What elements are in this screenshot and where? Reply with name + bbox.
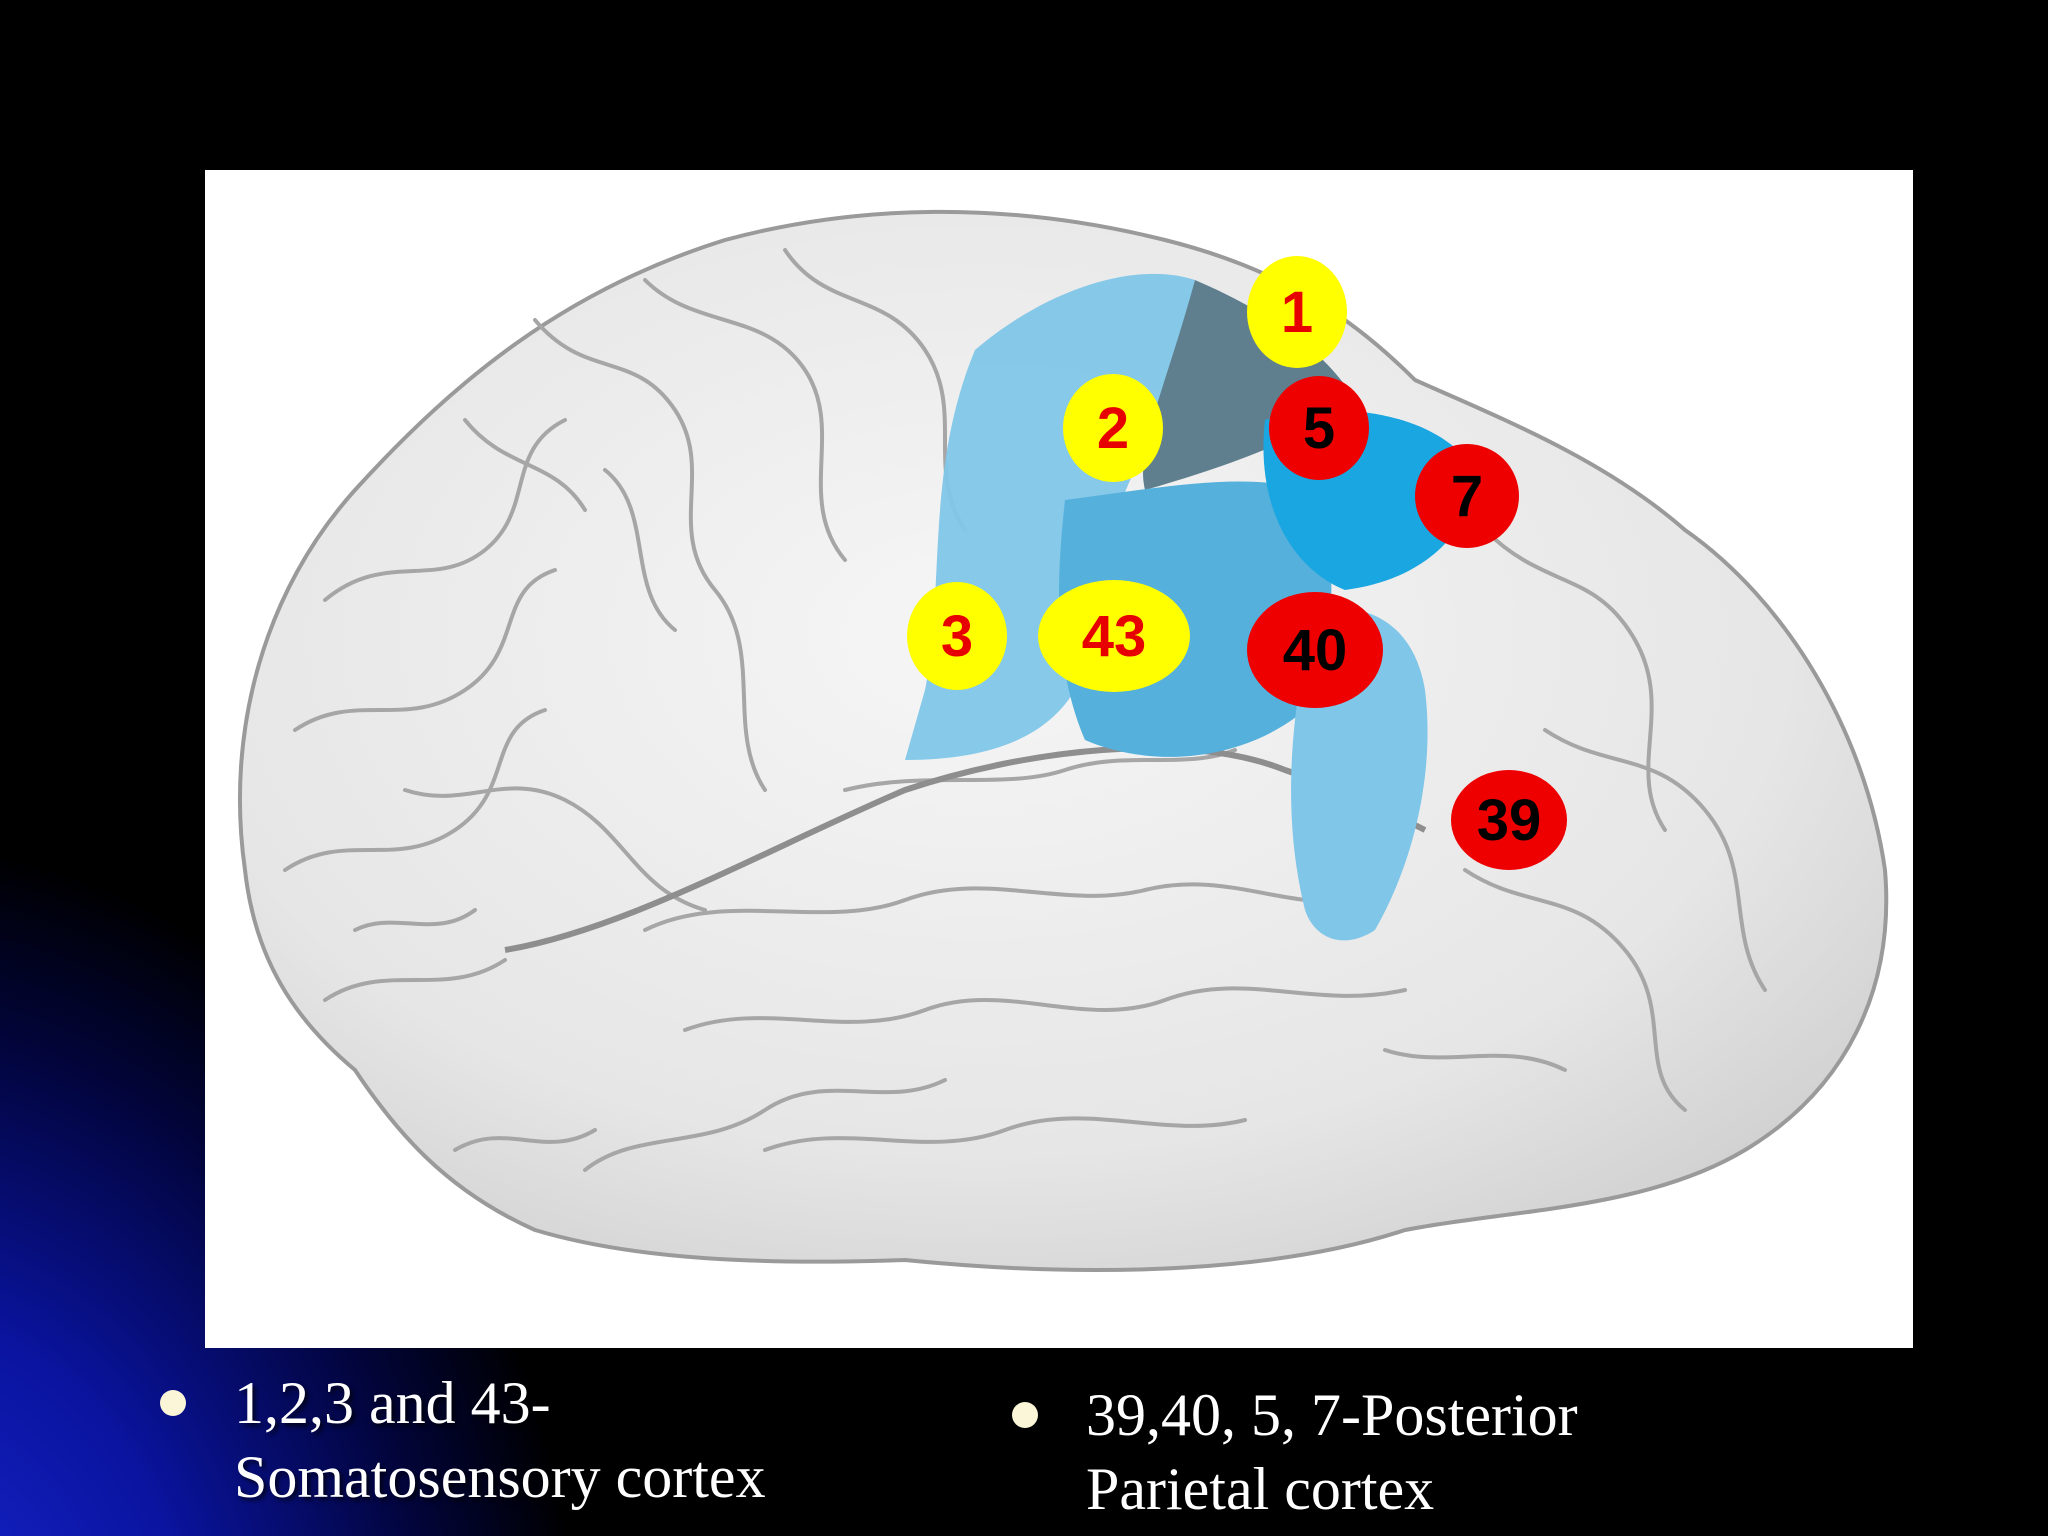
area-badge-3: 3: [907, 582, 1007, 690]
area-badge-shape: [1247, 592, 1383, 708]
area-badge-40: 40: [1247, 592, 1383, 708]
area-badge-1: 1: [1247, 256, 1347, 368]
bullet-line-2: Somatosensory cortex: [234, 1444, 766, 1510]
bullet-dot: [1012, 1402, 1038, 1428]
area-badge-shape: [1247, 256, 1347, 368]
area-badge-label: 2: [1097, 396, 1129, 461]
area-badge-shape: [907, 582, 1007, 690]
area-badge-label: 5: [1303, 396, 1335, 461]
area-badge-label: 43: [1082, 604, 1147, 669]
area-badge-label: 40: [1283, 618, 1348, 683]
bullet-line-2: Parietal cortex: [1086, 1456, 1435, 1522]
brain-diagram-svg: 1 2 3 43 5 7 40 39: [238, 209, 1889, 1272]
area-badge-shape: [1038, 580, 1190, 692]
bullet-text: 39,40, 5, 7-Posterior Parietal cortex: [1086, 1378, 1578, 1526]
area-badges: 1 2 3 43 5 7 40 39: [907, 256, 1567, 870]
bullet-text: 1,2,3 and 43- Somatosensory cortex: [234, 1366, 766, 1514]
area-badge-shape: [1451, 770, 1567, 870]
area-badge-43: 43: [1038, 580, 1190, 692]
area-badge-7: 7: [1415, 444, 1519, 548]
bullet-posterior-parietal: 39,40, 5, 7-Posterior Parietal cortex: [1012, 1378, 1912, 1536]
area-badge-label: 3: [941, 604, 973, 669]
area-badge-shape: [1415, 444, 1519, 548]
area-badge-39: 39: [1451, 770, 1567, 870]
bullet-somatosensory: 1,2,3 and 43- Somatosensory cortex: [160, 1366, 960, 1536]
bullet-line-1: 1,2,3 and 43-: [234, 1370, 551, 1436]
bullet-line-1: 39,40, 5, 7-Posterior: [1086, 1382, 1578, 1448]
brain-diagram: 1 2 3 43 5 7 40 39: [205, 170, 1913, 1348]
area-badge-label: 1: [1281, 280, 1313, 345]
area-badge-2: 2: [1063, 374, 1163, 482]
area-badge-label: 39: [1477, 788, 1542, 853]
area-badge-label: 7: [1451, 464, 1483, 529]
region-5: [1143, 280, 1355, 490]
area-badge-5: 5: [1269, 376, 1369, 480]
bullet-dot: [160, 1390, 186, 1416]
area-badge-shape: [1063, 374, 1163, 482]
area-badge-shape: [1269, 376, 1369, 480]
